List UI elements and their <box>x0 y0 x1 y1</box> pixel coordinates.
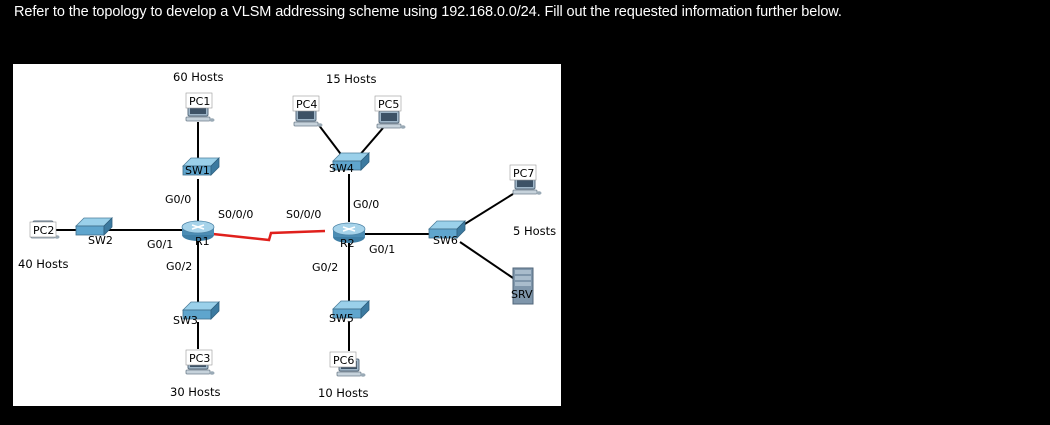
pc1-label: PC1 <box>189 95 210 108</box>
r1-g00-label: G0/0 <box>165 193 191 206</box>
lan1-hosts-label: 60 Hosts <box>173 70 223 84</box>
instructions-text: Refer to the topology to develop a VLSM … <box>14 4 842 20</box>
lan3-hosts-label: 30 Hosts <box>170 385 220 399</box>
lan5-hosts-label: 10 Hosts <box>318 386 368 400</box>
lan6-hosts-label: 5 Hosts <box>513 224 556 238</box>
lan2-hosts-label: 40 Hosts <box>18 257 68 271</box>
switch-sw2-icon[interactable] <box>75 217 113 236</box>
sw6-label: SW6 <box>433 234 458 247</box>
link-pc4-sw4 <box>317 123 344 158</box>
server-label: SRV <box>511 288 533 301</box>
r2-s000-label: S0/0/0 <box>286 208 321 221</box>
pc2-label: PC2 <box>33 224 54 237</box>
pc7-label: PC7 <box>513 167 534 180</box>
link-sw6-srv <box>459 241 514 279</box>
sw5-label: SW5 <box>329 312 354 325</box>
pc6-label: PC6 <box>333 354 354 367</box>
pc4-icon[interactable] <box>293 108 323 128</box>
r2-label: R2 <box>340 237 355 250</box>
sw1-label: SW1 <box>185 164 210 177</box>
interface-labels: G0/0 G0/1 G0/2 S0/0/0 S0/0/0 G0/0 G0/1 G… <box>147 193 395 274</box>
sw3-label: SW3 <box>173 314 198 327</box>
r1-label: R1 <box>195 235 210 248</box>
pc3-label: PC3 <box>189 352 210 365</box>
pc5-icon[interactable] <box>376 110 406 130</box>
r2-g00-label: G0/0 <box>353 198 379 211</box>
pc4-label: PC4 <box>296 98 317 111</box>
network-topology-diagram: PC1 PC2 PC3 PC4 PC5 PC6 PC7 SRV SW1 SW2 … <box>13 64 561 406</box>
pc5-label: PC5 <box>378 98 399 111</box>
host-count-labels: 60 Hosts 40 Hosts 30 Hosts 15 Hosts 10 H… <box>18 70 556 400</box>
link-r1-r2-serial <box>212 229 326 242</box>
r1-s000-label: S0/0/0 <box>218 208 253 221</box>
link-pc5-sw4 <box>357 127 384 158</box>
links <box>50 122 514 351</box>
r2-g02-label: G0/2 <box>312 261 338 274</box>
r2-g01-label: G0/1 <box>369 243 395 256</box>
link-sw6-pc7 <box>459 193 514 228</box>
device-labels: PC1 PC2 PC3 PC4 PC5 PC6 PC7 SRV SW1 SW2 … <box>29 92 537 368</box>
r1-g02-label: G0/2 <box>166 260 192 273</box>
sw4-label: SW4 <box>329 162 354 175</box>
r1-g01-label: G0/1 <box>147 238 173 251</box>
lan4-hosts-label: 15 Hosts <box>326 72 376 86</box>
sw2-label: SW2 <box>88 234 113 247</box>
